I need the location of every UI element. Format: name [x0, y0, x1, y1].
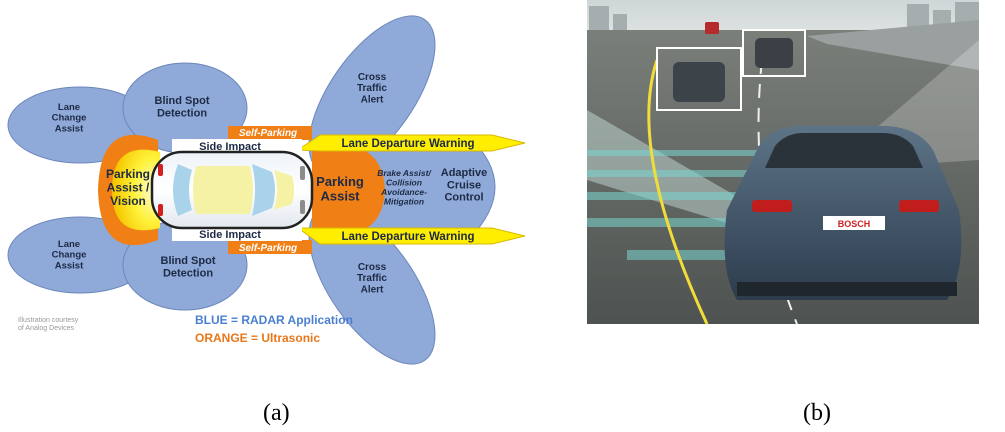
detection-box-1 — [656, 47, 742, 111]
lead-car-1 — [673, 62, 725, 102]
car-headlight-top — [300, 166, 305, 180]
car-top-view — [150, 150, 314, 230]
legend-radar: BLUE = RADAR Application — [195, 313, 353, 327]
ultrasonic-zones — [98, 126, 385, 254]
legend-ultrasonic: ORANGE = Ultrasonic — [195, 331, 320, 345]
side-impact-label-bottom: Side Impact — [199, 229, 261, 241]
bosch-adas-photo: BOSCH — [587, 0, 979, 324]
distant-red-car — [705, 22, 719, 34]
parking-rear-glow — [112, 149, 160, 231]
lane-departure-arrows — [296, 134, 526, 245]
self-parking-label-top: Self-Parking — [239, 128, 297, 139]
self-parking-zone-top — [228, 126, 312, 140]
car-taillight-top — [158, 164, 163, 176]
lead-car-2 — [755, 38, 793, 68]
car-roof — [193, 166, 253, 214]
ego-car: BOSCH — [724, 126, 962, 300]
caption-a: (a) — [263, 400, 290, 426]
lane-line-white — [757, 59, 798, 324]
caption-b: (b) — [803, 400, 831, 426]
lane-line-yellow — [647, 59, 709, 324]
self-parking-label-bottom: Self-Parking — [239, 243, 297, 254]
detection-stripes — [587, 150, 797, 260]
self-parking-zone-bottom — [228, 240, 312, 254]
car-headlight-bottom — [300, 200, 305, 214]
lane-departure-label-bottom: Lane Departure Warning — [341, 231, 474, 243]
car-windshield — [252, 164, 275, 216]
car-rear-window — [173, 164, 192, 216]
side-impact-strip-top — [172, 139, 302, 153]
parking-front-zone — [312, 145, 385, 235]
side-impact-strip-bottom — [172, 227, 302, 241]
bosch-badge: BOSCH — [838, 219, 871, 229]
lane-departure-arrow-bottom — [296, 227, 526, 245]
lane-departure-arrow-top — [296, 134, 526, 152]
car-taillight-bottom — [158, 204, 163, 216]
car-hood — [274, 170, 294, 210]
guard-rail — [807, 20, 979, 70]
lane-departure-label-top: Lane Departure Warning — [341, 138, 474, 150]
side-impact-label-top: Side Impact — [199, 141, 261, 153]
detection-box-2 — [742, 29, 806, 77]
